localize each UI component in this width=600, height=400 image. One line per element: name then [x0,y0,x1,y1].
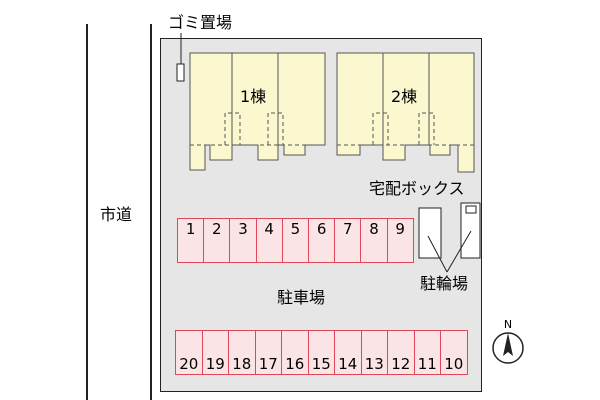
parking-space-number: 2 [212,220,222,238]
parking-space-number: 16 [285,355,305,373]
parking-space-number: 12 [391,355,411,373]
bicycle-parking-label: 駐輪場 [420,274,469,293]
north-label: N [504,318,512,331]
parking-space-number: 7 [343,220,353,238]
parking-space: 17 [254,330,282,375]
parking-space-number: 5 [290,220,301,238]
parking-space: 10 [440,330,468,375]
parking-space: 9 [386,218,414,263]
bicycle-leader-line [427,235,448,273]
parking-space-number: 14 [338,355,358,373]
parking-space: 8 [360,218,388,263]
garbage-area-label: ゴミ置場 [168,13,233,32]
bicycle-parking-area [418,207,442,259]
parking-space: 18 [228,330,256,375]
parking-space-number: 15 [311,355,331,373]
building-1-label: 1棟 [240,87,267,106]
bicycle-parking-area [460,202,481,259]
parking-space: 12 [387,330,415,375]
parking-space-number: 10 [444,355,464,373]
parking-space: 16 [281,330,309,375]
parking-space: 11 [413,330,441,375]
building-2 [336,52,475,173]
parking-space: 19 [201,330,229,375]
parking-space-number: 9 [395,220,405,238]
parking-space: 13 [360,330,388,375]
parking-space: 6 [308,218,336,263]
parking-space: 5 [281,218,309,263]
building-1 [189,52,326,171]
parking-space-number: 18 [232,355,252,373]
road-edge-line [150,24,152,400]
building-2-label: 2棟 [391,87,418,106]
parking-space: 3 [229,218,257,263]
parking-space-number: 11 [417,355,437,373]
parking-space-number: 13 [364,355,384,373]
road-edge-line [86,24,88,400]
parking-lot-label: 駐車場 [277,288,326,307]
parking-space-number: 20 [179,355,199,373]
parking-space-number: 3 [238,220,248,238]
parking-space-number: 17 [258,355,278,373]
parking-space: 15 [307,330,335,375]
parking-space: 14 [334,330,362,375]
delivery-box-label: 宅配ボックス [369,179,465,198]
parking-space-number: 19 [205,355,225,373]
delivery-box-marker [465,205,477,214]
parking-space: 7 [334,218,362,263]
road-label: 市道 [100,205,133,224]
bicycle-leader-line [446,230,472,273]
parking-space: 1 [177,218,205,263]
parking-space: 2 [203,218,231,263]
garbage-area-marker [176,63,185,82]
parking-space-number: 6 [316,220,327,238]
north-arrow-icon: N [492,318,524,364]
parking-space-number: 4 [264,220,274,238]
parking-space: 20 [175,330,203,375]
parking-space-number: 8 [369,220,379,238]
parking-space: 4 [255,218,283,263]
parking-space-number: 1 [185,220,196,238]
